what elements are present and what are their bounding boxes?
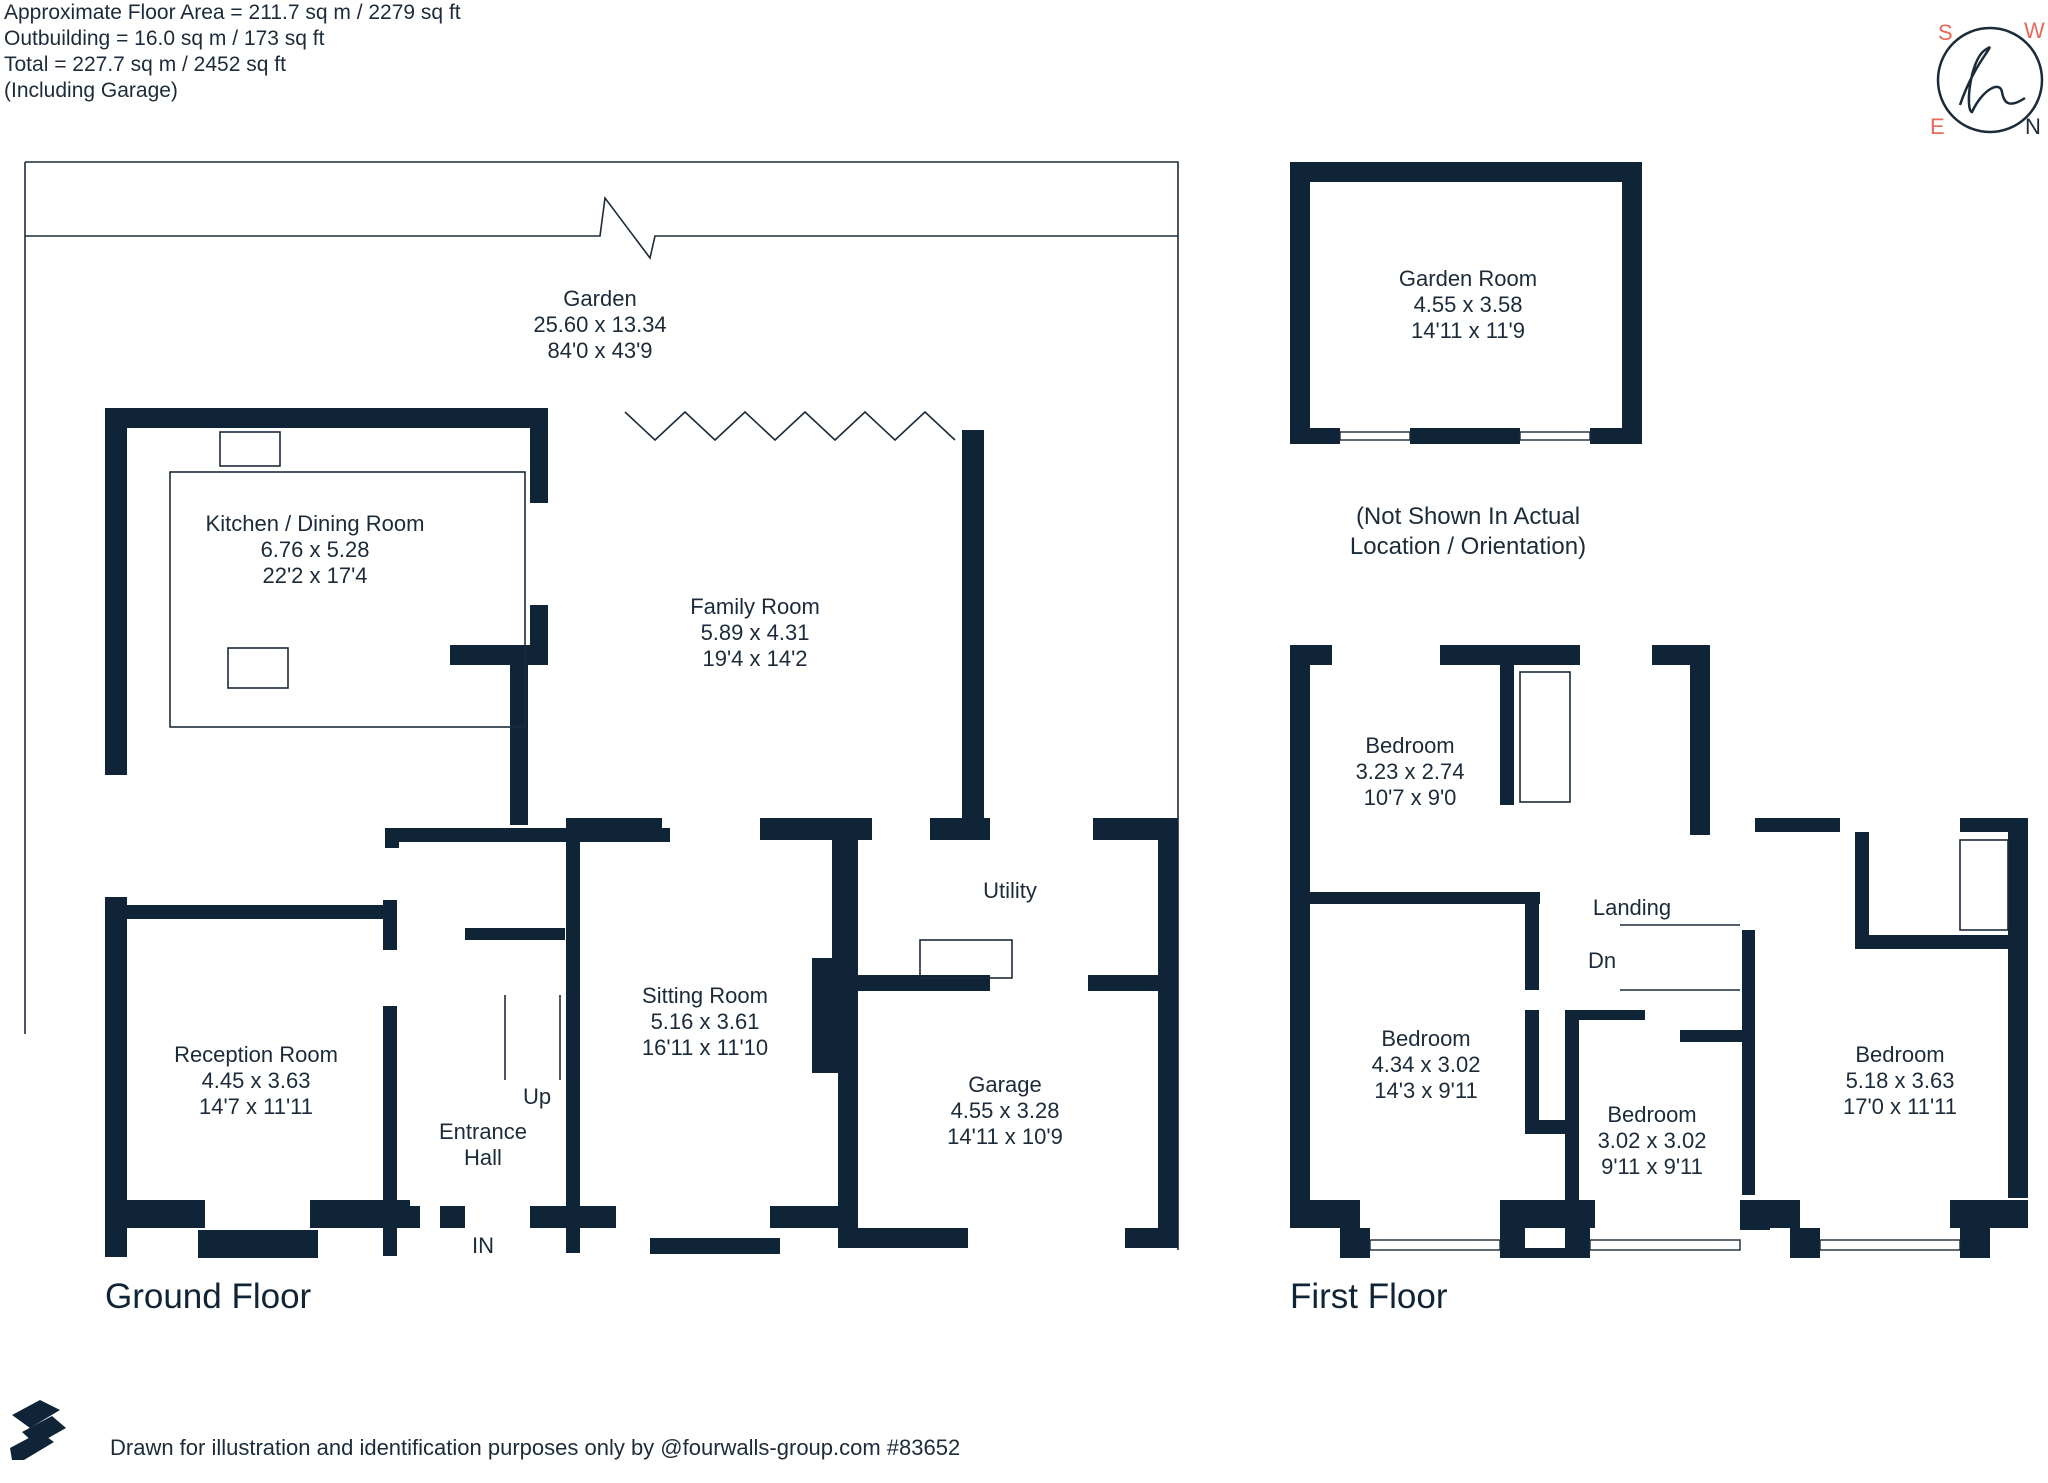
entrance-label-2: Hall	[464, 1145, 502, 1170]
compass-s: S	[1938, 20, 1953, 45]
bedroom-3-label: Bedroom	[1607, 1102, 1696, 1127]
first-floor-walls	[1290, 645, 2028, 1258]
sitting-room-label: Sitting Room	[642, 983, 768, 1008]
bedroom-1-metric: 3.23 x 2.74	[1356, 759, 1465, 784]
compass-w: W	[2024, 18, 2045, 43]
ground-floor-title: Ground Floor	[105, 1277, 312, 1316]
entrance-in-label: IN	[472, 1233, 494, 1258]
garden-room-label: Garden Room	[1399, 266, 1537, 291]
bedroom-4-label: Bedroom	[1855, 1042, 1944, 1067]
reception-room-label: Reception Room	[174, 1042, 338, 1067]
kitchen-label: Kitchen / Dining Room	[206, 511, 425, 536]
ground-floor-walls	[105, 408, 1178, 1258]
garden-room-walls	[1290, 162, 1642, 444]
outbuilding-note-2: Location / Orientation)	[1350, 533, 1586, 560]
garage-metric: 4.55 x 3.28	[951, 1098, 1060, 1123]
family-room-imperial: 19'4 x 14'2	[702, 646, 807, 671]
utility-label: Utility	[983, 878, 1037, 903]
reception-room-metric: 4.45 x 3.63	[202, 1068, 311, 1093]
outbuilding-note-1: (Not Shown In Actual	[1356, 503, 1580, 530]
garden-metric: 25.60 x 13.34	[533, 312, 666, 337]
outbuilding-area-text: Outbuilding = 16.0 sq m / 173 sq ft	[4, 27, 325, 50]
bedroom-4-metric: 5.18 x 3.63	[1846, 1068, 1955, 1093]
kitchen-imperial: 22'2 x 17'4	[262, 563, 367, 588]
bedroom-1-imperial: 10'7 x 9'0	[1364, 785, 1457, 810]
bedroom-2-metric: 4.34 x 3.02	[1372, 1052, 1481, 1077]
entrance-label-1: Entrance	[439, 1119, 527, 1144]
compass-e: E	[1930, 114, 1945, 139]
stairs-down-label: Dn	[1588, 948, 1616, 973]
footer-credit: Drawn for illustration and identificatio…	[110, 1435, 961, 1460]
garden-label: Garden	[563, 286, 636, 311]
compass-logo: S W E N	[1930, 18, 2045, 139]
garden-room-imperial: 14'11 x 11'9	[1411, 318, 1525, 343]
reception-room-imperial: 14'7 x 11'11	[199, 1094, 313, 1119]
bedroom-2-label: Bedroom	[1381, 1026, 1470, 1051]
garage-imperial: 14'11 x 10'9	[947, 1124, 1063, 1149]
floor-area-text: Approximate Floor Area = 211.7 sq m / 22…	[4, 1, 461, 24]
kitchen-metric: 6.76 x 5.28	[261, 537, 370, 562]
landing-label: Landing	[1593, 895, 1671, 920]
total-area-text: Total = 227.7 sq m / 2452 sq ft	[4, 53, 286, 76]
sitting-room-imperial: 16'11 x 11'10	[642, 1035, 768, 1060]
garage-label: Garage	[968, 1072, 1041, 1097]
fixtures	[169, 410, 2009, 1080]
bedroom-4-imperial: 17'0 x 11'11	[1843, 1094, 1957, 1119]
fourwalls-logo	[10, 1400, 66, 1460]
bedroom-3-metric: 3.02 x 3.02	[1598, 1128, 1707, 1153]
family-room-label: Family Room	[690, 594, 820, 619]
sitting-room-metric: 5.16 x 3.61	[651, 1009, 760, 1034]
garden-imperial: 84'0 x 43'9	[547, 338, 652, 363]
stairs-up-label: Up	[523, 1084, 551, 1109]
bedroom-1-label: Bedroom	[1365, 733, 1454, 758]
bedroom-3-imperial: 9'11 x 9'11	[1601, 1154, 1703, 1179]
garage-note-text: (Including Garage)	[4, 79, 178, 102]
bedroom-2-imperial: 14'3 x 9'11	[1374, 1078, 1477, 1103]
family-room-metric: 5.89 x 4.31	[701, 620, 810, 645]
first-floor-title: First Floor	[1290, 1277, 1448, 1316]
garden-room-metric: 4.55 x 3.58	[1414, 292, 1523, 317]
compass-n: N	[2025, 114, 2041, 139]
